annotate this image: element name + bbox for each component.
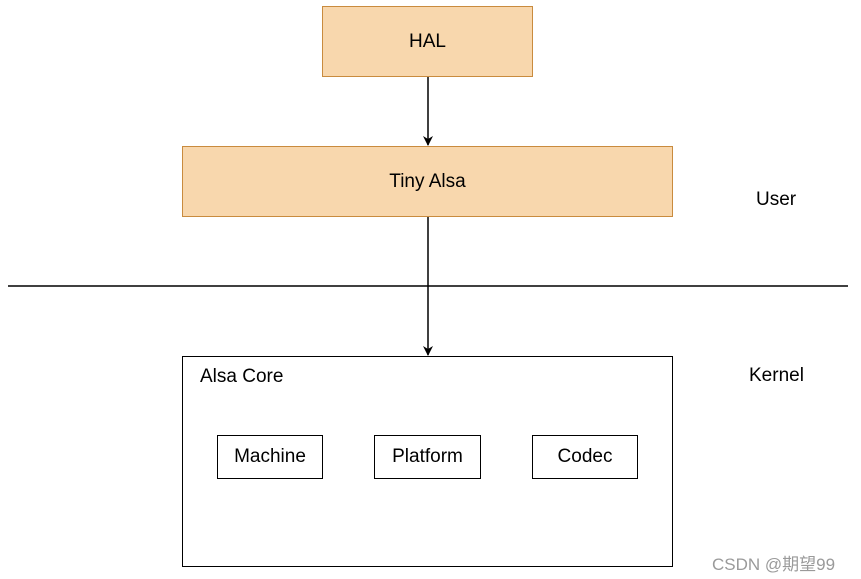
user-space-label: User	[756, 189, 797, 210]
codec-box: Codec	[532, 435, 638, 479]
platform-box: Platform	[374, 435, 481, 479]
hal-label: HAL	[409, 30, 446, 52]
csdn-watermark: CSDN @期望99	[712, 555, 836, 574]
kernel-space-label: Kernel	[749, 365, 804, 386]
platform-label: Platform	[392, 446, 463, 467]
tiny-alsa-box: Tiny Alsa	[182, 146, 673, 217]
tiny-alsa-label: Tiny Alsa	[389, 170, 466, 192]
machine-box: Machine	[217, 435, 323, 479]
machine-label: Machine	[234, 446, 306, 467]
alsa-core-label: Alsa Core	[200, 366, 284, 387]
codec-label: Codec	[557, 446, 613, 467]
hal-box: HAL	[322, 6, 533, 77]
